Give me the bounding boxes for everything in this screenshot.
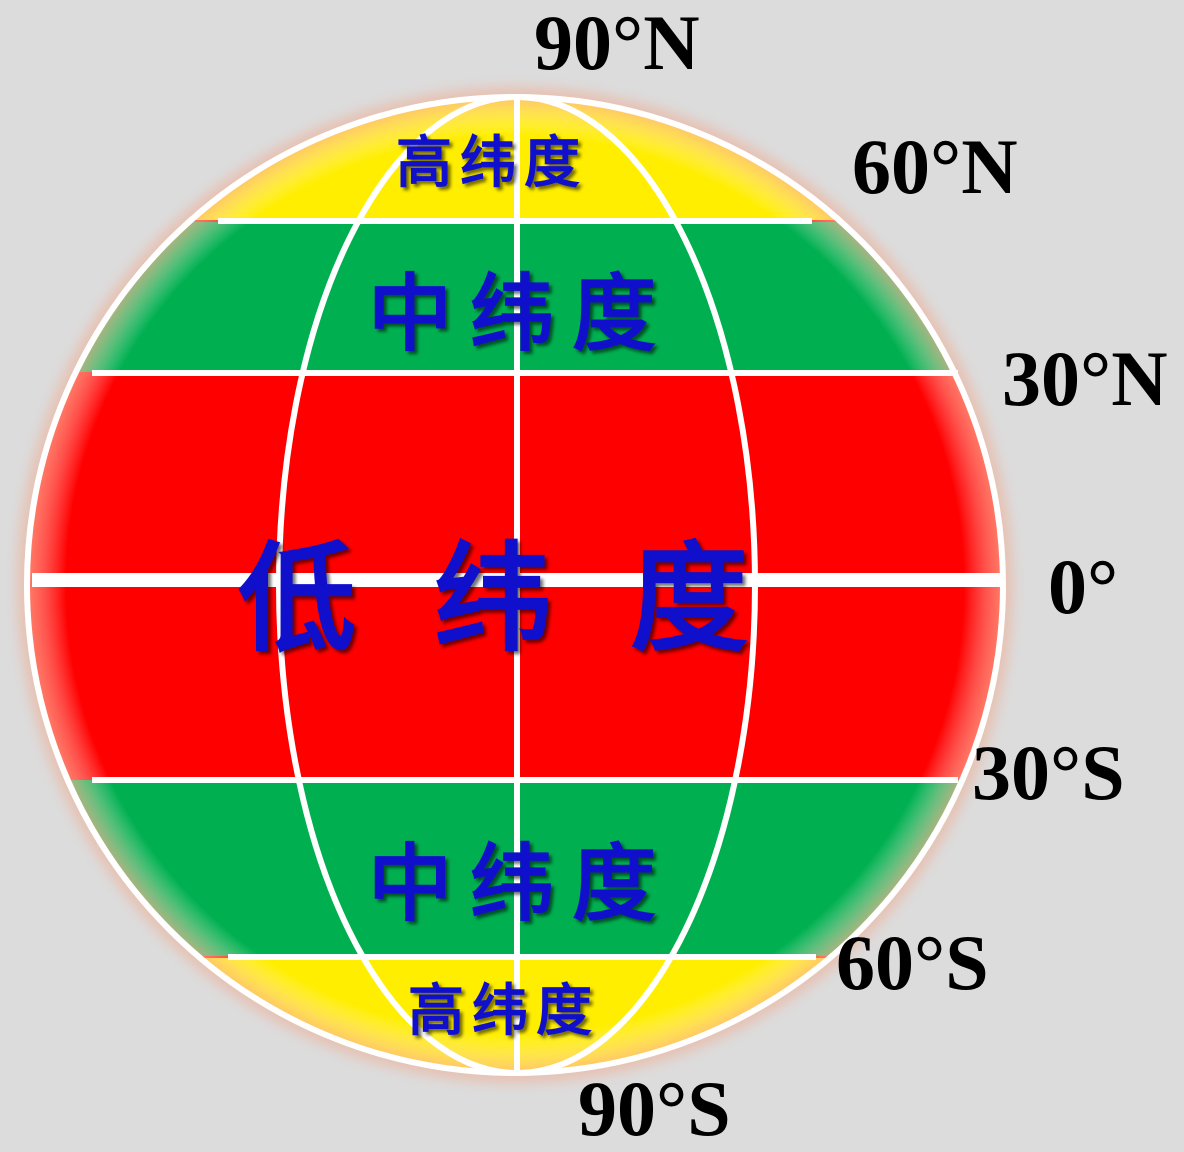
zone-north-high: 高纬度 — [396, 131, 588, 196]
label-30n: 30°N — [1002, 335, 1168, 422]
zone-north-mid: 中纬度 — [368, 265, 675, 363]
label-60n: 60°N — [852, 123, 1018, 210]
zone-south-mid: 中纬度 — [368, 835, 675, 933]
label-90n: 90°N — [534, 0, 700, 86]
zone-south-high: 高纬度 — [408, 979, 600, 1044]
label-equator: 0° — [1048, 543, 1119, 630]
globe-outline — [24, 94, 1006, 1076]
label-30s: 30°S — [972, 729, 1125, 816]
zone-low: 低纬度 — [238, 530, 827, 668]
label-90s: 90°S — [578, 1065, 731, 1152]
label-60s: 60°S — [836, 919, 989, 1006]
